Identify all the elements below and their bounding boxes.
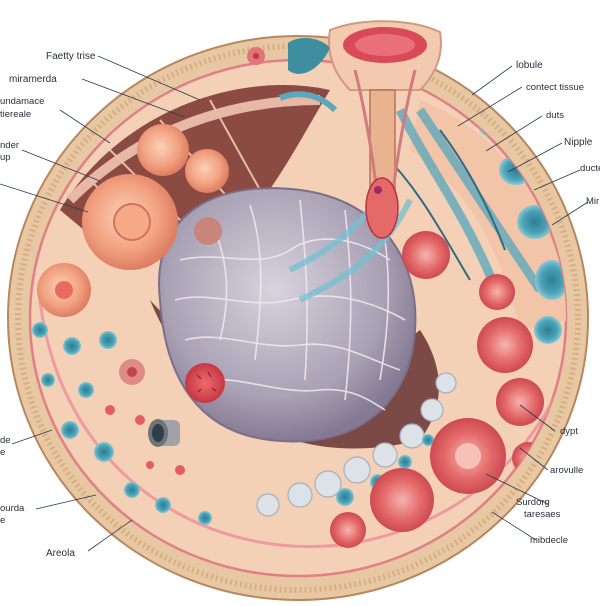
label-areola: Areola bbox=[46, 548, 75, 559]
ducts-blue bbox=[395, 107, 544, 302]
label-de-line2: e bbox=[0, 447, 5, 458]
label-sourda-line2: e bbox=[0, 515, 5, 526]
label-dypt: dypt bbox=[560, 426, 578, 437]
connective-web-upper bbox=[66, 95, 321, 204]
leader-lines bbox=[0, 55, 589, 552]
label-contect-tissue: contect tissue bbox=[526, 82, 584, 93]
label-undamace-line1: undamace bbox=[0, 96, 44, 107]
label-duts: duts bbox=[546, 110, 564, 121]
label-nipple: Nipple bbox=[564, 137, 593, 148]
label-lobule: lobule bbox=[516, 60, 543, 71]
label-mir: Mir bbox=[586, 196, 599, 207]
nipple-red-node bbox=[185, 363, 225, 403]
duct-cylinder bbox=[148, 419, 180, 447]
label-under-line2: up bbox=[0, 152, 11, 163]
label-fatty-tissue: Faetty trise bbox=[46, 51, 96, 62]
label-sourda-line1: ourda bbox=[0, 503, 25, 514]
nipple-tip bbox=[365, 177, 399, 239]
label-surdorg-line2: taresaes bbox=[524, 509, 561, 520]
label-undamace-line2: tiereale bbox=[0, 109, 31, 120]
label-de-line1: de bbox=[0, 435, 11, 446]
gland-network bbox=[174, 199, 406, 411]
red-lobules-right bbox=[330, 231, 544, 548]
label-under-line1: nder bbox=[0, 140, 19, 151]
top-structures bbox=[247, 37, 338, 113]
nipple-structure bbox=[328, 20, 442, 239]
left-lobules bbox=[37, 124, 229, 317]
label-arovulle: arovulle bbox=[550, 465, 583, 476]
label-mibdecle: mibdecle bbox=[530, 535, 568, 546]
label-ducte: ducte bbox=[580, 163, 600, 174]
label-miramerda: miramerda bbox=[9, 74, 57, 85]
white-nodules bbox=[256, 372, 457, 517]
left-small-ducts bbox=[32, 322, 212, 525]
label-surdorg-line1: Surdorg bbox=[516, 497, 550, 508]
